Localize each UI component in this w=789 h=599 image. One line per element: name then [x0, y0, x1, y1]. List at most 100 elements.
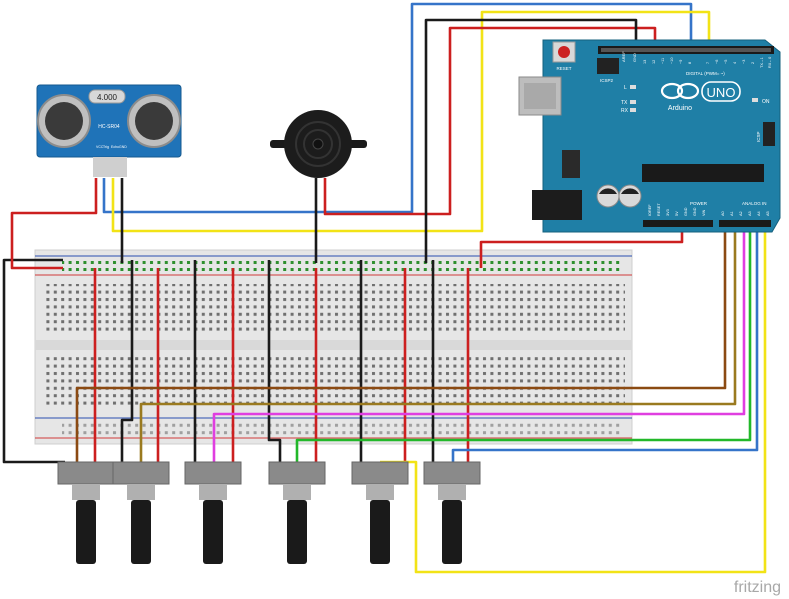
terminal-strip-lower	[45, 356, 625, 406]
wire-brown-a0	[75, 224, 727, 462]
pin-label-rx: RX←0	[768, 57, 772, 68]
potentiometer-1	[57, 461, 115, 564]
pin-label-9: ~9	[679, 60, 683, 64]
potentiometer-2	[112, 461, 170, 564]
analog-pin-a0: A0	[721, 211, 725, 216]
led-tx	[630, 100, 636, 104]
power-header	[643, 220, 713, 227]
sensor-transducer-left-mesh	[45, 102, 83, 140]
digital-label: DIGITAL (PWM= ~)	[686, 71, 725, 76]
analog-pin-a1: A1	[730, 211, 734, 216]
arduino-uno: RESET ICSP2 DIGITAL (PWM= ~) AREF GND 13…	[518, 39, 781, 233]
wire-yellow-sensor-echo	[111, 10, 711, 233]
pin-label-8: 8	[688, 62, 692, 64]
potentiometer-3	[184, 461, 242, 564]
pin-label-4: 4	[733, 62, 737, 64]
center-channel	[35, 340, 632, 350]
analog-label: ANALOG IN	[742, 201, 767, 206]
sensor-transducer-right-mesh	[135, 102, 173, 140]
digital-header-pins	[601, 48, 771, 52]
sensor-pins: VCC Trig Echo GND	[93, 145, 127, 177]
icsp-label: ICSP	[756, 131, 761, 142]
fritzing-watermark: fritzing	[734, 579, 781, 596]
bottom-power-rail	[62, 421, 622, 435]
led-tx-label: TX	[621, 100, 628, 106]
board-model-text: UNO	[707, 85, 736, 100]
power-pin-ioref: IOREF	[648, 204, 652, 216]
icsp-header	[763, 122, 775, 146]
atmega-chip	[642, 164, 764, 182]
wire-magenta-a2	[212, 224, 746, 462]
sensor-pin-trig: Trig	[103, 145, 109, 149]
led-on-label: ON	[762, 99, 770, 105]
power-pin-gnd1: GND	[684, 207, 688, 216]
digital-pin-labels: 13 12 ~11 ~10 ~9 8 7 ~6 ~5 4 ~3 2 TX→1 R…	[643, 57, 772, 68]
led-l-label: L	[624, 85, 627, 91]
sensor-crystal	[88, 89, 126, 104]
arduino-board	[542, 39, 781, 233]
capacitor-2	[618, 184, 642, 208]
pin-label-5: ~5	[724, 60, 728, 64]
analog-pin-a3: A3	[748, 211, 752, 216]
led-rx	[630, 108, 636, 112]
analog-pin-a2: A2	[739, 211, 743, 216]
wires	[2, 2, 767, 574]
potentiometer-6	[423, 461, 481, 564]
wire-red-5v	[479, 224, 684, 268]
pin-label-2: 2	[751, 62, 755, 64]
dc-power-jack	[532, 190, 582, 220]
led-rx-label: RX	[621, 108, 629, 114]
wire-green-a3	[295, 224, 752, 462]
pin-label-6: ~6	[715, 60, 719, 64]
aref-label: AREF	[621, 51, 626, 62]
sensor-reading: 4.000	[97, 93, 118, 102]
led-on	[752, 98, 758, 102]
power-pin-3v3: 3V3	[666, 209, 670, 216]
capacitor-1	[596, 184, 620, 208]
power-pin-gnd2: GND	[693, 207, 697, 216]
potentiometer-4	[268, 461, 326, 564]
led-l	[630, 85, 636, 89]
wire-red-buzzer	[323, 26, 657, 216]
pin-label-3: ~3	[742, 60, 746, 64]
analog-pin-a5: A5	[766, 211, 770, 216]
analog-pin-a4: A4	[757, 211, 761, 216]
power-pin-reset: RESET	[657, 203, 661, 216]
sensor-pin-gnd: GND	[119, 145, 127, 149]
power-pin-vin: VIN	[702, 209, 706, 216]
power-label: POWER	[690, 201, 708, 206]
sensor-pin-vcc: VCC	[96, 145, 104, 149]
top-power-rail	[62, 258, 622, 272]
terminal-strip-upper	[45, 284, 625, 334]
icsp2-header	[597, 58, 619, 74]
icsp2-label: ICSP2	[600, 78, 614, 83]
reset-button-cap	[558, 46, 570, 58]
power-pin-labels: IOREF RESET 3V3 5V GND GND VIN	[648, 203, 706, 216]
pin-label-11: ~11	[661, 58, 665, 64]
pin-label-tx: TX→1	[760, 57, 764, 68]
board-brand-text: Arduino	[668, 105, 692, 112]
wire-blue-a4	[451, 224, 759, 462]
wire-olive-a1	[139, 224, 737, 462]
reset-label: RESET	[556, 66, 571, 71]
ultrasonic-sensor: 4.000 HC-SR04 VCC Trig Echo GND	[36, 84, 182, 177]
arduino-logo: UNO Arduino	[660, 81, 741, 112]
sensor-pin-header	[93, 157, 127, 177]
gnd-label: GND	[632, 53, 637, 62]
wire-black-arduino-gnd	[424, 18, 638, 263]
wire-black-pot4	[267, 260, 282, 462]
pin-label-12: 12	[652, 60, 656, 64]
voltage-regulator	[562, 150, 580, 178]
breadboard	[34, 249, 633, 445]
wire-black-pot2	[120, 260, 134, 462]
pin-label-7: 7	[706, 62, 710, 64]
wire-black-left-ground	[2, 258, 65, 464]
pin-label-10: ~10	[670, 58, 674, 64]
sensor-model-label: HC-SR04	[98, 124, 120, 130]
analog-pin-labels: A0 A1 A2 A3 A4 A5	[721, 211, 770, 216]
pin-label-13: 13	[643, 60, 647, 64]
power-pin-5v: 5V	[675, 211, 679, 216]
analog-header	[719, 220, 771, 227]
sensor-pin-echo: Echo	[111, 145, 119, 149]
